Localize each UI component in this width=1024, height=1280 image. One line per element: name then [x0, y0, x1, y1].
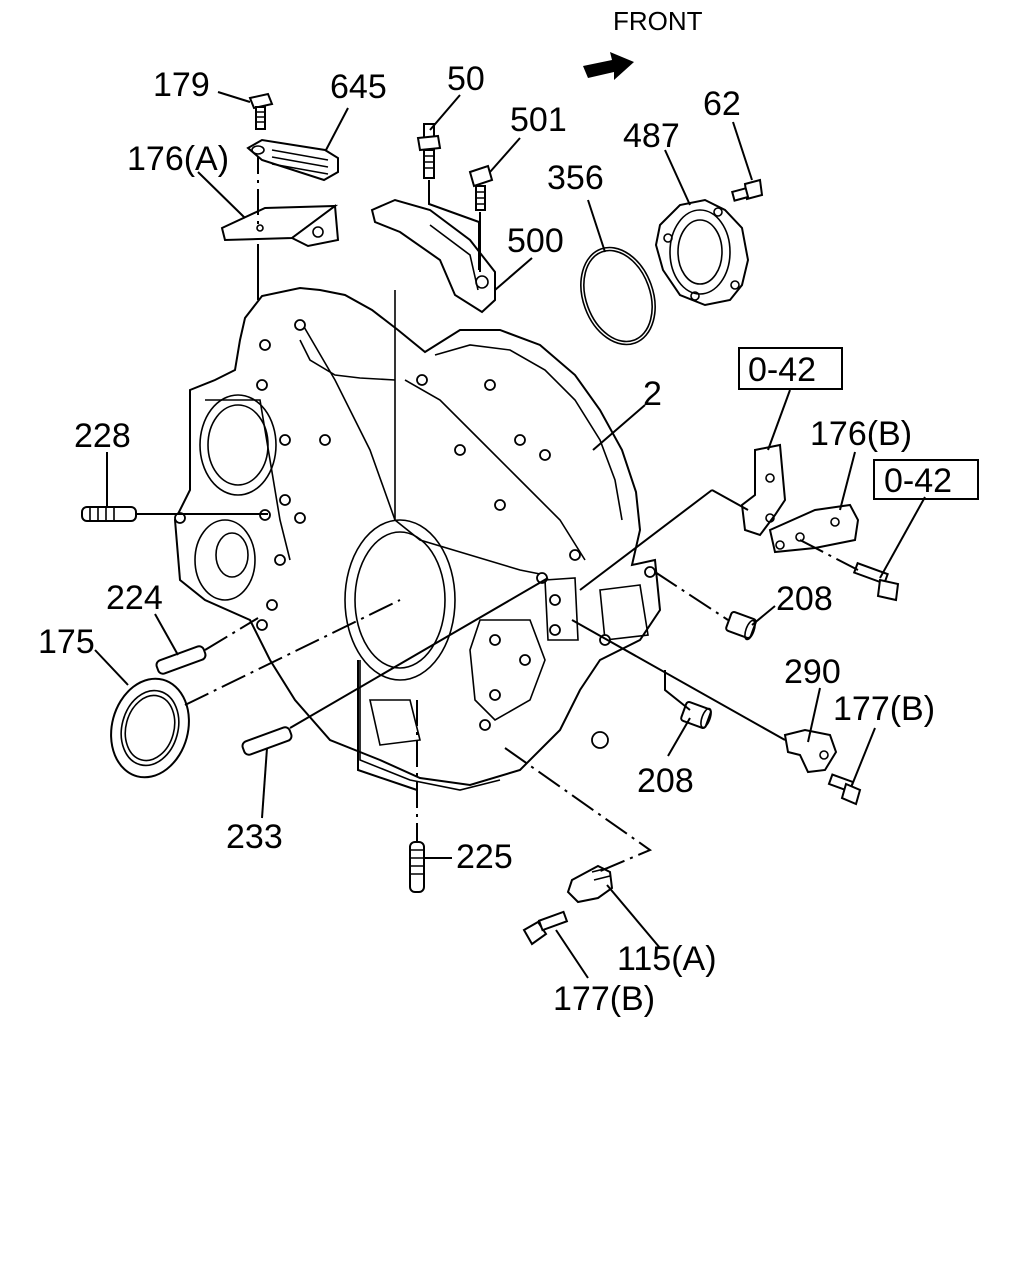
stud-228 — [81, 506, 137, 522]
front-label: FRONT — [613, 6, 703, 36]
callout-487: 487 — [623, 117, 680, 155]
callout-501: 501 — [510, 101, 567, 139]
callout-225: 225 — [456, 838, 513, 876]
oring-356 — [580, 246, 656, 346]
clip-0-42 — [740, 443, 787, 537]
front-arrow-icon — [583, 52, 634, 80]
callout-175: 175 — [38, 623, 95, 661]
bolt-177b-bottom — [522, 910, 569, 946]
clip-645 — [246, 138, 339, 182]
callout-50: 50 — [447, 60, 485, 98]
callout-208-upper: 208 — [776, 580, 833, 618]
bolt-177b-right — [827, 773, 862, 806]
callout-290: 290 — [784, 653, 841, 691]
callout-2: 2 — [643, 375, 662, 413]
callout-356: 356 — [547, 159, 604, 197]
callout-115a: 115(A) — [617, 940, 717, 978]
callout-176a: 176(A) — [127, 140, 229, 178]
callout-box-0-42-lower — [873, 459, 979, 500]
bracket-176b — [768, 503, 860, 554]
callout-0-42-upper: 0-42 — [748, 351, 816, 389]
stud-50 — [416, 123, 442, 179]
callout-62: 62 — [703, 85, 741, 123]
callout-box-0-42-upper — [738, 347, 843, 390]
dowel-224 — [155, 645, 207, 675]
callout-177b-right: 177(B) — [833, 690, 935, 728]
callout-0-42-lower: 0-42 — [884, 462, 952, 500]
callout-179: 179 — [153, 66, 210, 104]
bolt-501 — [468, 164, 494, 211]
cover-487 — [654, 198, 750, 307]
stud-225 — [409, 841, 425, 893]
sensor-290 — [783, 728, 838, 774]
bracket-500 — [370, 198, 496, 314]
bolt-62 — [730, 178, 764, 202]
callout-208-lower: 208 — [637, 762, 694, 800]
bolt-179 — [248, 92, 274, 130]
callout-177b-bottom: 177(B) — [553, 980, 655, 1018]
dowel-233 — [241, 726, 293, 756]
flywheel-housing — [173, 286, 662, 791]
bracket-176a — [220, 204, 340, 248]
plug-208-upper — [725, 611, 757, 641]
callout-224: 224 — [106, 579, 163, 617]
callout-233: 233 — [226, 818, 283, 856]
bolt-0-42-right — [852, 561, 900, 602]
callout-228: 228 — [74, 417, 131, 455]
callout-645: 645 — [330, 68, 387, 106]
seal-175 — [110, 677, 190, 779]
leader-lines — [94, 91, 926, 979]
callout-500: 500 — [507, 222, 564, 260]
callout-176b: 176(B) — [810, 415, 912, 453]
sensor-115a — [566, 864, 614, 904]
